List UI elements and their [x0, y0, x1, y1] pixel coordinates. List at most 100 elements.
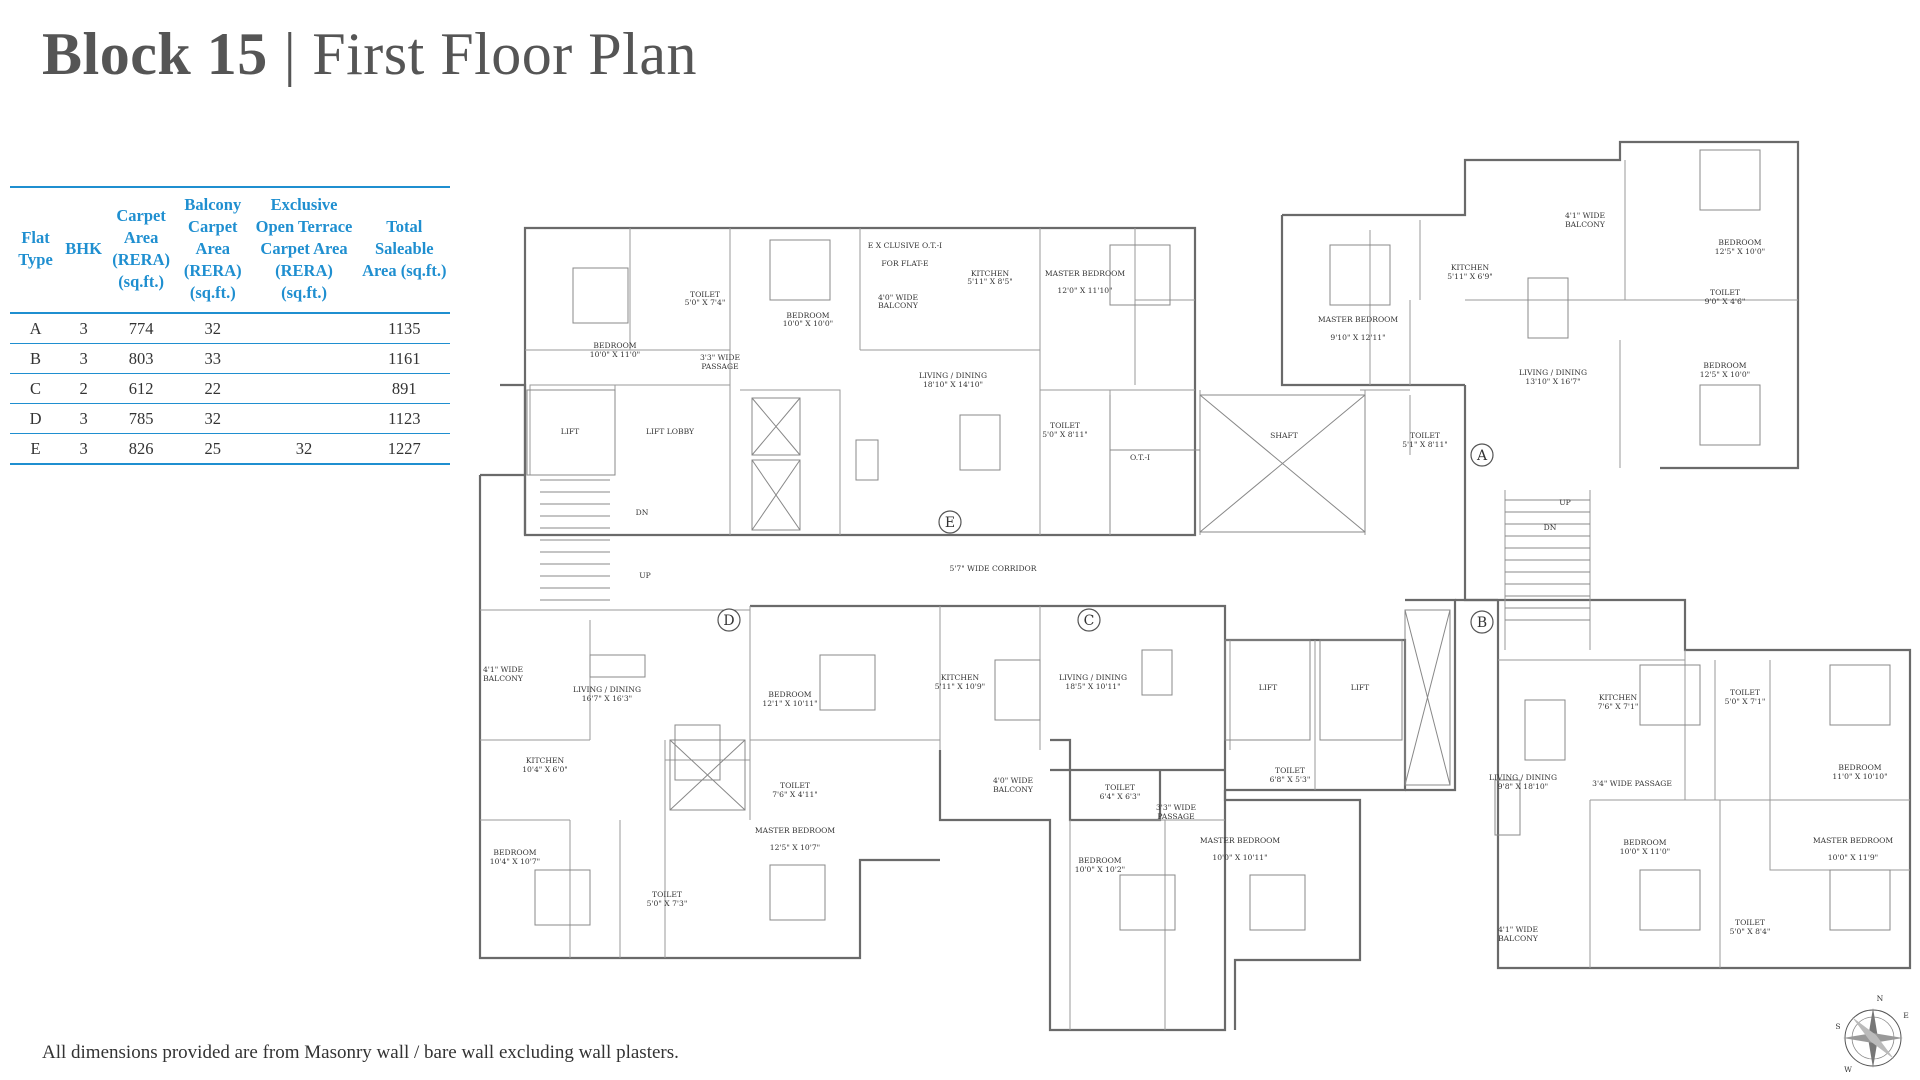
title-separator: |: [283, 21, 297, 87]
room-dimension: 7'6" X 7'1": [1598, 702, 1639, 711]
room-label: MASTER BEDROOM: [1318, 315, 1399, 324]
room-label: TOILET: [1410, 431, 1440, 440]
room-label: 4'0" WIDE: [878, 293, 918, 302]
table-cell: D: [10, 403, 62, 434]
room-label: MASTER BEDROOM: [1813, 836, 1894, 845]
room-dimension: 5'0" X 7'4": [685, 298, 726, 307]
room-dimension: 12'5" X 10'0": [1700, 370, 1750, 379]
room-dimension: 10'0" X 11'0": [590, 350, 640, 359]
room-dimension: 18'10" X 14'10": [923, 380, 983, 389]
room-dimension: BALCONY: [878, 301, 919, 310]
room-label: LIVING / DINING: [1519, 368, 1587, 377]
area-table: Flat Type BHK Carpet Area (RERA) (sq.ft.…: [10, 186, 450, 465]
table-cell: [249, 343, 359, 374]
room-dimension: BALCONY: [1565, 220, 1606, 229]
room-dimension: 6'8" X 5'3": [1270, 775, 1311, 784]
room-label: TOILET: [652, 890, 682, 899]
room-label: DN: [1544, 523, 1557, 532]
table-cell: 1123: [358, 403, 450, 434]
room-label: UP: [1559, 498, 1571, 507]
room-dimension: 13'10" X 16'7": [1525, 377, 1580, 386]
room-label: BEDROOM: [593, 341, 636, 350]
room-dimension: 7'6" X 4'11": [772, 790, 818, 799]
flat-marker-b: B: [1470, 610, 1494, 634]
table-cell: [249, 403, 359, 434]
room-label: 3'3" WIDE: [1156, 803, 1196, 812]
table-cell: 32: [176, 313, 250, 344]
table-cell: 3: [61, 343, 107, 374]
table-cell: E: [10, 433, 62, 465]
room-dimension: 12'5" X 10'0": [1715, 247, 1765, 256]
room-dimension: 5'0" X 8'4": [1730, 927, 1771, 936]
room-label: BEDROOM: [1718, 238, 1761, 247]
table-cell: 33: [176, 343, 250, 374]
room-label: 3'4" WIDE PASSAGE: [1592, 779, 1672, 788]
room-label: 4'1" WIDE: [483, 665, 523, 674]
room-dimension: 5'11" X 6'9": [1447, 272, 1493, 281]
plan-interior-walls: [480, 160, 1910, 1030]
svg-text:B: B: [1477, 615, 1487, 631]
room-dimension: BALCONY: [483, 674, 524, 683]
room-dimension: 11'0" X 10'10": [1832, 772, 1887, 781]
room-label: BEDROOM: [786, 311, 829, 320]
table-cell: C: [10, 373, 62, 404]
page-title: Block 15|First Floor Plan: [42, 20, 697, 89]
flat-marker-d: D: [717, 608, 741, 632]
col-flat-type: Flat Type: [10, 186, 62, 314]
room-label: 3'3" WIDE: [700, 353, 740, 362]
flat-markers: A B C D E: [717, 443, 1494, 634]
room-dimension: 16'7" X 16'3": [582, 694, 632, 703]
room-dimension: 9'10" X 12'11": [1330, 333, 1385, 342]
room-label: KITCHEN: [1451, 263, 1490, 272]
table-cell: 891: [358, 373, 450, 404]
table-cell: A: [10, 313, 62, 344]
table-cell: 32: [249, 433, 359, 465]
svg-text:D: D: [723, 613, 734, 629]
room-dimension: 10'4" X 10'7": [490, 857, 540, 866]
room-label: LIVING / DINING: [919, 371, 987, 380]
table-cell: 32: [176, 403, 250, 434]
room-label: 4'0" WIDE: [993, 776, 1033, 785]
compass-letter-e: E: [1903, 1011, 1909, 1020]
table-cell: 22: [176, 373, 250, 404]
room-label: 4'1" WIDE: [1565, 211, 1605, 220]
room-dimension: PASSAGE: [701, 362, 738, 371]
room-dimension: 6'4" X 6'3": [1100, 792, 1141, 801]
table-cell: B: [10, 343, 62, 374]
room-label: TOILET: [690, 290, 720, 299]
flat-marker-e: E: [938, 510, 962, 534]
footnote: All dimensions provided are from Masonry…: [42, 1042, 679, 1063]
room-label: TOILET: [1105, 783, 1135, 792]
table-cell: 1161: [358, 343, 450, 374]
room-label: TOILET: [1050, 421, 1080, 430]
svg-text:A: A: [1476, 448, 1488, 464]
room-dimension: 9'0" X 4'6": [1705, 297, 1746, 306]
room-dimension: 10'0" X 10'2": [1075, 865, 1125, 874]
room-label: DN: [636, 508, 649, 517]
room-label: BEDROOM: [1078, 856, 1121, 865]
room-label: LIFT: [561, 427, 579, 436]
room-label: TOILET: [1710, 288, 1740, 297]
table-cell: 785: [106, 403, 177, 434]
room-dimension: 5'11" X 10'9": [935, 682, 985, 691]
room-dimension: 10'4" X 6'0": [522, 765, 568, 774]
room-dimension: 5'11" X 8'5": [967, 277, 1013, 286]
room-label: KITCHEN: [941, 673, 980, 682]
table-cell: 3: [61, 403, 107, 434]
room-label: MASTER BEDROOM: [755, 826, 836, 835]
compass-rose: N E S W: [1835, 994, 1908, 1074]
room-label: UP: [639, 571, 651, 580]
compass-letter-n: N: [1877, 994, 1884, 1003]
room-label: KITCHEN: [971, 269, 1010, 278]
plan-lift-and-shaft: [526, 389, 1451, 811]
col-bhk: BHK: [61, 186, 107, 314]
room-label: LIVING / DINING: [1489, 773, 1557, 782]
room-dimension: 12'5" X 10'7": [770, 843, 820, 852]
svg-text:C: C: [1084, 613, 1095, 629]
room-label: LIVING / DINING: [573, 685, 641, 694]
